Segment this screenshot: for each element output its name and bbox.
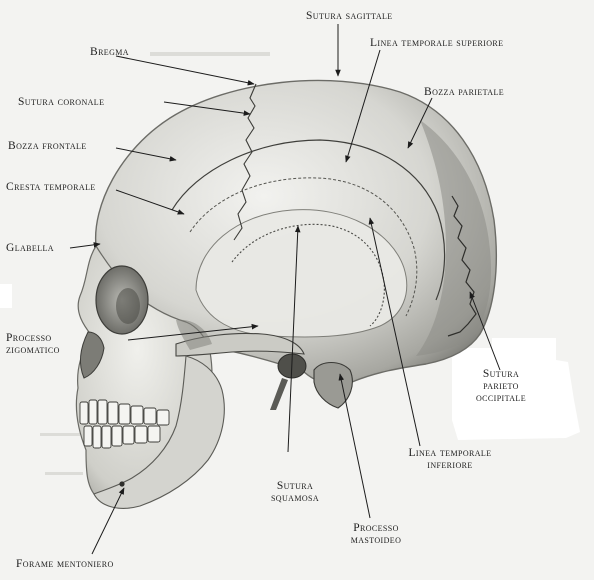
label-sutura-parieto-occipitale-line2: parieto — [483, 380, 519, 392]
label-sutura-squamosa: Sutura squamosa — [256, 480, 334, 504]
leader-bregma — [115, 55, 255, 86]
leader-bozza-frontale — [115, 147, 177, 162]
paper-patch-right — [452, 338, 580, 440]
leader-sutura-squamosa — [287, 225, 301, 453]
label-sutura-coronale: Sutura coronale — [18, 96, 105, 108]
label-sutura-parieto-occipitale-line1: Sutura — [482, 368, 520, 380]
leader-lines — [69, 24, 501, 555]
leader-forame-mentoniero — [91, 487, 125, 555]
leader-cresta-temporale — [115, 189, 185, 215]
label-processo-mastoideo: Processo mastoideo — [336, 522, 416, 546]
label-forame-mentoniero: Forame mentoniero — [16, 558, 114, 570]
leader-sutura-parieto-occipitale — [469, 291, 501, 371]
label-linea-temporale-inferiore-line2: inferiore — [427, 459, 473, 471]
inferior-temporal-line — [189, 177, 418, 317]
label-processo-zigomatico-line1: Processo — [6, 332, 52, 344]
leader-sutura-coronale — [163, 101, 251, 116]
mental-foramen — [119, 481, 125, 487]
label-linea-temporale-superiore: Linea temporale superiore — [370, 37, 504, 49]
leader-linea-temporale-inferiore — [368, 217, 421, 447]
paper-patch-left — [0, 284, 12, 308]
leader-bozza-parietale — [407, 97, 433, 149]
label-glabella: Glabella — [6, 242, 54, 254]
leader-linea-temporale-superiore — [345, 49, 381, 163]
label-linea-temporale-inferiore: Linea temporale inferiore — [390, 447, 510, 471]
label-bregma: Bregma — [90, 46, 129, 58]
label-sutura-parieto-occipitale: Sutura parieto occipitale — [460, 368, 542, 404]
label-cresta-temporale: Cresta temporale — [6, 181, 96, 193]
label-sutura-squamosa-line2: squamosa — [270, 492, 320, 504]
label-bozza-frontale: Bozza frontale — [8, 140, 87, 152]
leader-processo-mastoideo — [338, 373, 371, 519]
nasal-aperture — [80, 331, 105, 379]
leader-glabella — [69, 242, 101, 249]
mastoid-process — [313, 361, 353, 409]
label-sutura-sagittale: Sutura sagittale — [306, 10, 393, 22]
coronal-suture — [233, 83, 257, 241]
label-processo-mastoideo-line2: mastoideo — [350, 534, 402, 546]
squamous-suture — [231, 223, 385, 327]
label-processo-zigomatico-line2: zigomatico — [6, 344, 60, 356]
label-sutura-squamosa-line1: Sutura — [276, 480, 314, 492]
label-bozza-parietale: Bozza parietale — [424, 86, 505, 98]
bleed-through-text — [40, 52, 270, 475]
leader-processo-zigomatico — [127, 323, 259, 341]
label-processo-mastoideo-line1: Processo — [353, 522, 399, 534]
superior-temporal-line — [171, 139, 446, 301]
label-linea-temporale-inferiore-line1: Linea temporale — [408, 447, 492, 459]
label-sutura-parieto-occipitale-line3: occipitale — [475, 392, 527, 404]
lambdoid-suture — [447, 195, 477, 337]
teeth — [79, 399, 170, 449]
label-processo-zigomatico: Processo zigomatico — [6, 332, 60, 356]
